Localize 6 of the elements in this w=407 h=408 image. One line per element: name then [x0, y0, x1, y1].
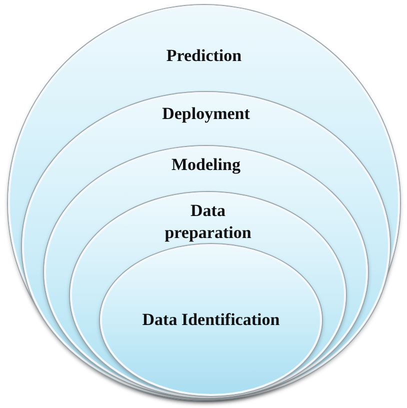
ellipse-label: Data preparation [164, 200, 252, 244]
ellipse-label: Data Identification [141, 309, 281, 331]
nested-ellipse [100, 244, 322, 396]
ellipse-label: Prediction [165, 45, 243, 67]
ellipse-label: Deployment [161, 103, 251, 125]
ellipse-label: Modeling [170, 154, 242, 176]
